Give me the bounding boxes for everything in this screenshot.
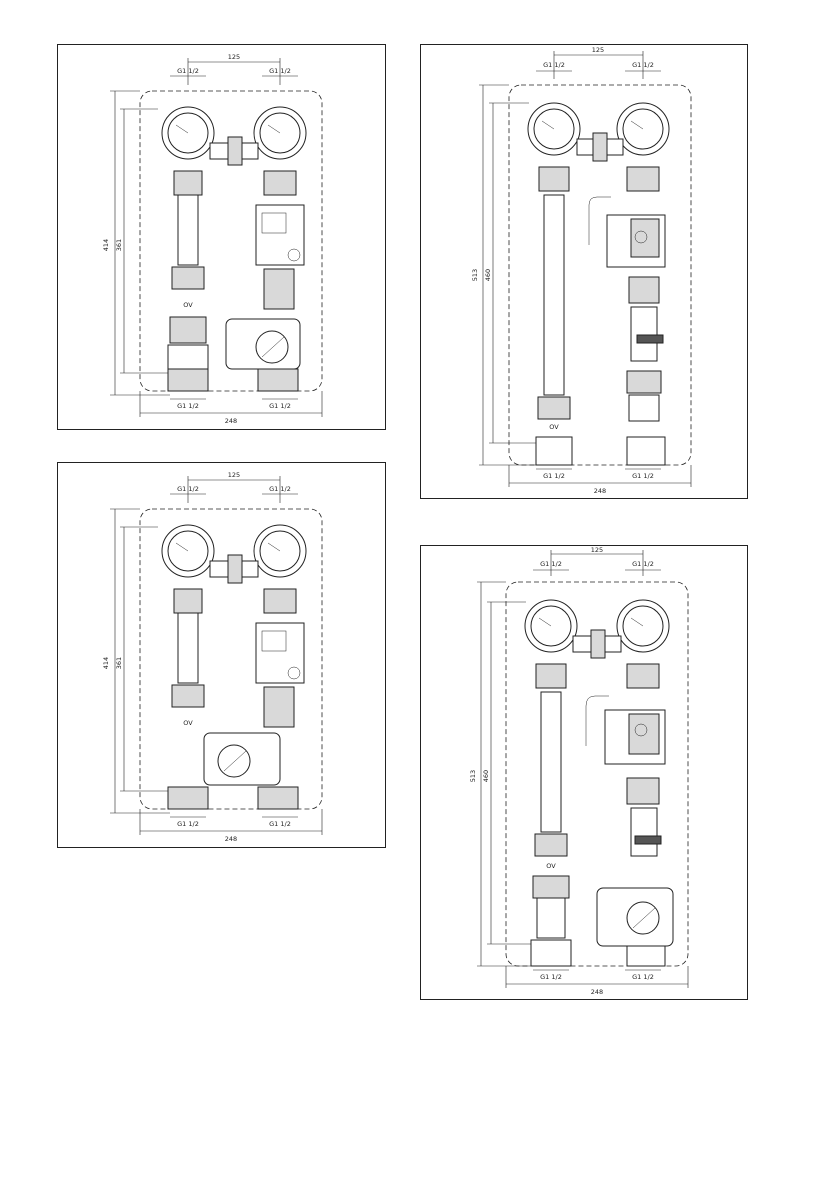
- dim-spacing: 125: [592, 46, 604, 54]
- label-bottom-left: G1 1/2: [540, 973, 562, 981]
- label-top-left: G1 1/2: [543, 61, 565, 69]
- label-top-left: G1 1/2: [177, 67, 199, 75]
- label-top-left: G1 1/2: [177, 485, 199, 493]
- dim-width: 248: [225, 417, 237, 425]
- valve-label: OV: [183, 301, 193, 309]
- dim-width: 248: [594, 487, 606, 495]
- dim-outer-height: 414: [102, 657, 110, 669]
- label-bottom-right: G1 1/2: [269, 820, 291, 828]
- diagram-panel-b: 125 G1 1/2 G1 1/2 513 460 OV: [420, 44, 748, 499]
- label-top-right: G1 1/2: [632, 61, 654, 69]
- dim-outer-height: 513: [471, 269, 479, 281]
- dim-inner-height: 361: [115, 657, 123, 669]
- dim-inner-height: 460: [484, 269, 492, 281]
- label-bottom-right: G1 1/2: [269, 402, 291, 410]
- diagram-panel-d: 125 G1 1/2 G1 1/2 513 460 OV: [420, 545, 748, 1000]
- label-bottom-left: G1 1/2: [543, 472, 565, 480]
- dim-inner-height: 460: [482, 770, 490, 782]
- dim-inner-height: 361: [115, 239, 123, 251]
- label-top-right: G1 1/2: [269, 485, 291, 493]
- dim-outer-height: 513: [469, 770, 477, 782]
- dim-spacing: 125: [228, 53, 240, 61]
- label-top-right: G1 1/2: [632, 560, 654, 568]
- valve-label: OV: [549, 423, 559, 431]
- dim-spacing: 125: [228, 471, 240, 479]
- dim-width: 248: [225, 835, 237, 843]
- label-bottom-right: G1 1/2: [632, 472, 654, 480]
- dim-outer-height: 414: [102, 239, 110, 251]
- label-top-left: G1 1/2: [540, 560, 562, 568]
- label-bottom-left: G1 1/2: [177, 820, 199, 828]
- dim-width: 248: [591, 988, 603, 996]
- diagram-panel-a: 125 G1 1/2 G1 1/2 414 361 OV: [57, 44, 386, 430]
- valve-label: OV: [546, 862, 556, 870]
- valve-label: OV: [183, 719, 193, 727]
- diagram-panel-c: 125 G1 1/2 G1 1/2 414 361 OV: [57, 462, 386, 848]
- label-top-right: G1 1/2: [269, 67, 291, 75]
- label-bottom-right: G1 1/2: [632, 973, 654, 981]
- label-bottom-left: G1 1/2: [177, 402, 199, 410]
- dim-spacing: 125: [591, 546, 603, 554]
